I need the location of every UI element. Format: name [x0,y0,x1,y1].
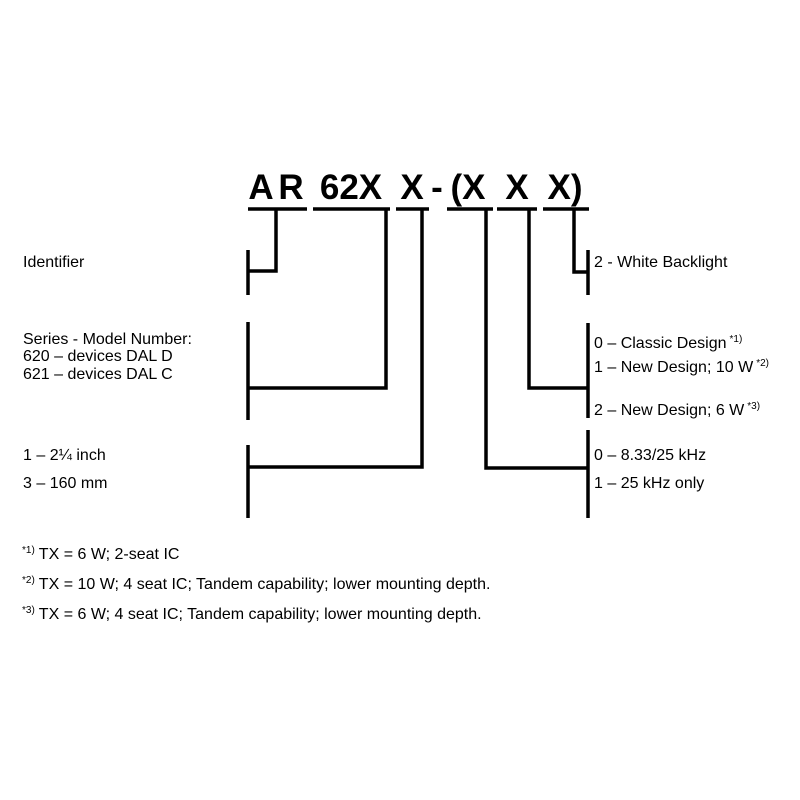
code-part-backlight: X) [547,168,583,207]
series-connector [248,209,388,390]
identifier-connector [248,209,278,273]
code-part-r: R [278,168,304,207]
backlight-connector [572,209,588,274]
footnote-2: *2)TX = 10 W; 4 seat IC; Tandem capabili… [22,575,491,593]
series-label: Series - Model Number: [23,331,192,348]
code-part-size: X [400,168,424,207]
code-part-design: X [505,168,529,207]
code-part-channel: (X [450,168,486,207]
footnote-1: *1)TX = 6 W; 2-seat IC [22,545,180,563]
code-part-dash: - [431,168,443,207]
design-connector [527,209,588,390]
series-621: 621 – devices DAL C [23,366,173,383]
channel-connector [484,209,588,470]
design-2: 2 – New Design; 6 W*3) [594,401,761,419]
size-connector [248,209,424,469]
series-620: 620 – devices DAL D [23,348,173,365]
footnote-3: *3)TX = 6 W; 4 seat IC; Tandem capabilit… [22,605,482,623]
size-mm: 3 – 160 mm [23,475,108,492]
design-1: 1 – New Design; 10 W*2) [594,358,769,376]
code-part-a: A [248,168,274,207]
code-part-series: 62X [319,168,383,207]
channel-1: 1 – 25 kHz only [594,475,705,492]
channel-0: 0 – 8.33/25 kHz [594,447,707,464]
size-inch: 1 – 2¼ inch [23,447,106,464]
backlight-label: 2 - White Backlight [594,254,728,271]
identifier-label: Identifier [23,254,85,271]
design-0: 0 – Classic Design*1) [594,334,743,352]
